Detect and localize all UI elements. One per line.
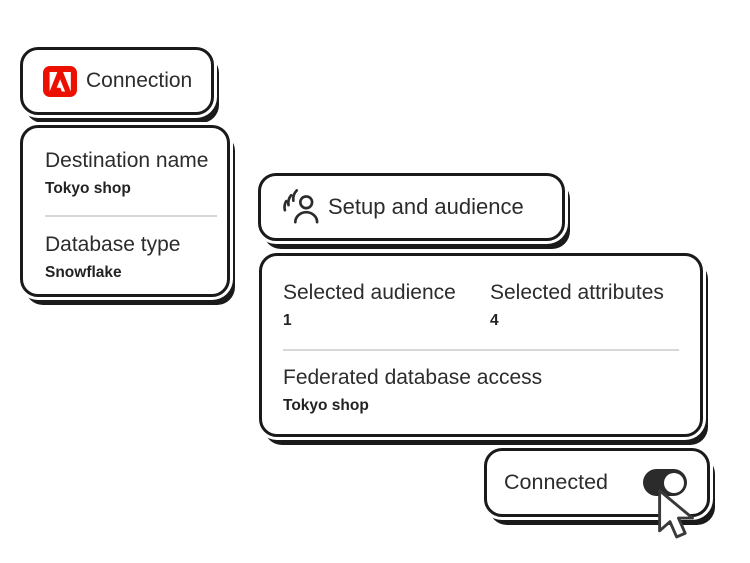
connected-card: Connected xyxy=(484,448,710,517)
selected-attributes-label: Selected attributes xyxy=(490,281,664,304)
summary-card: Selected audience 1 Selected attributes … xyxy=(259,253,703,437)
federated-access-field: Federated database access Tokyo shop xyxy=(283,365,679,416)
setup-card-title: Setup and audience xyxy=(328,194,524,219)
connected-toggle[interactable] xyxy=(643,469,687,496)
audience-icon xyxy=(283,189,319,224)
adobe-logo-icon xyxy=(43,65,77,97)
destination-name-label: Destination name xyxy=(45,149,209,172)
database-type-value: Snowflake xyxy=(45,263,122,281)
selected-audience-value: 1 xyxy=(283,312,292,330)
selected-attributes-value: 4 xyxy=(490,312,499,330)
destination-name-field: Destination name Tokyo shop xyxy=(45,148,227,199)
database-type-label: Database type xyxy=(45,232,181,256)
toggle-knob-icon xyxy=(663,472,684,493)
divider xyxy=(45,214,217,217)
connection-card-title: Connection xyxy=(86,69,193,92)
selected-attributes-stat: Selected attributes 4 xyxy=(490,280,664,331)
federated-access-label: Federated database access xyxy=(283,365,543,389)
selected-audience-stat: Selected audience 1 xyxy=(283,280,457,331)
database-type-field: Database type Snowflake xyxy=(45,232,227,283)
connected-label: Connected xyxy=(504,470,608,494)
selected-audience-label: Selected audience xyxy=(283,281,456,304)
stats-row: Selected audience 1 Selected attributes … xyxy=(283,280,679,331)
destination-card: Destination name Tokyo shop Database typ… xyxy=(20,125,230,297)
connection-card: Connection xyxy=(20,47,214,115)
destination-name-value: Tokyo shop xyxy=(45,180,131,198)
divider xyxy=(283,348,679,351)
setup-card: Setup and audience xyxy=(258,173,565,241)
federated-access-value: Tokyo shop xyxy=(283,396,369,414)
